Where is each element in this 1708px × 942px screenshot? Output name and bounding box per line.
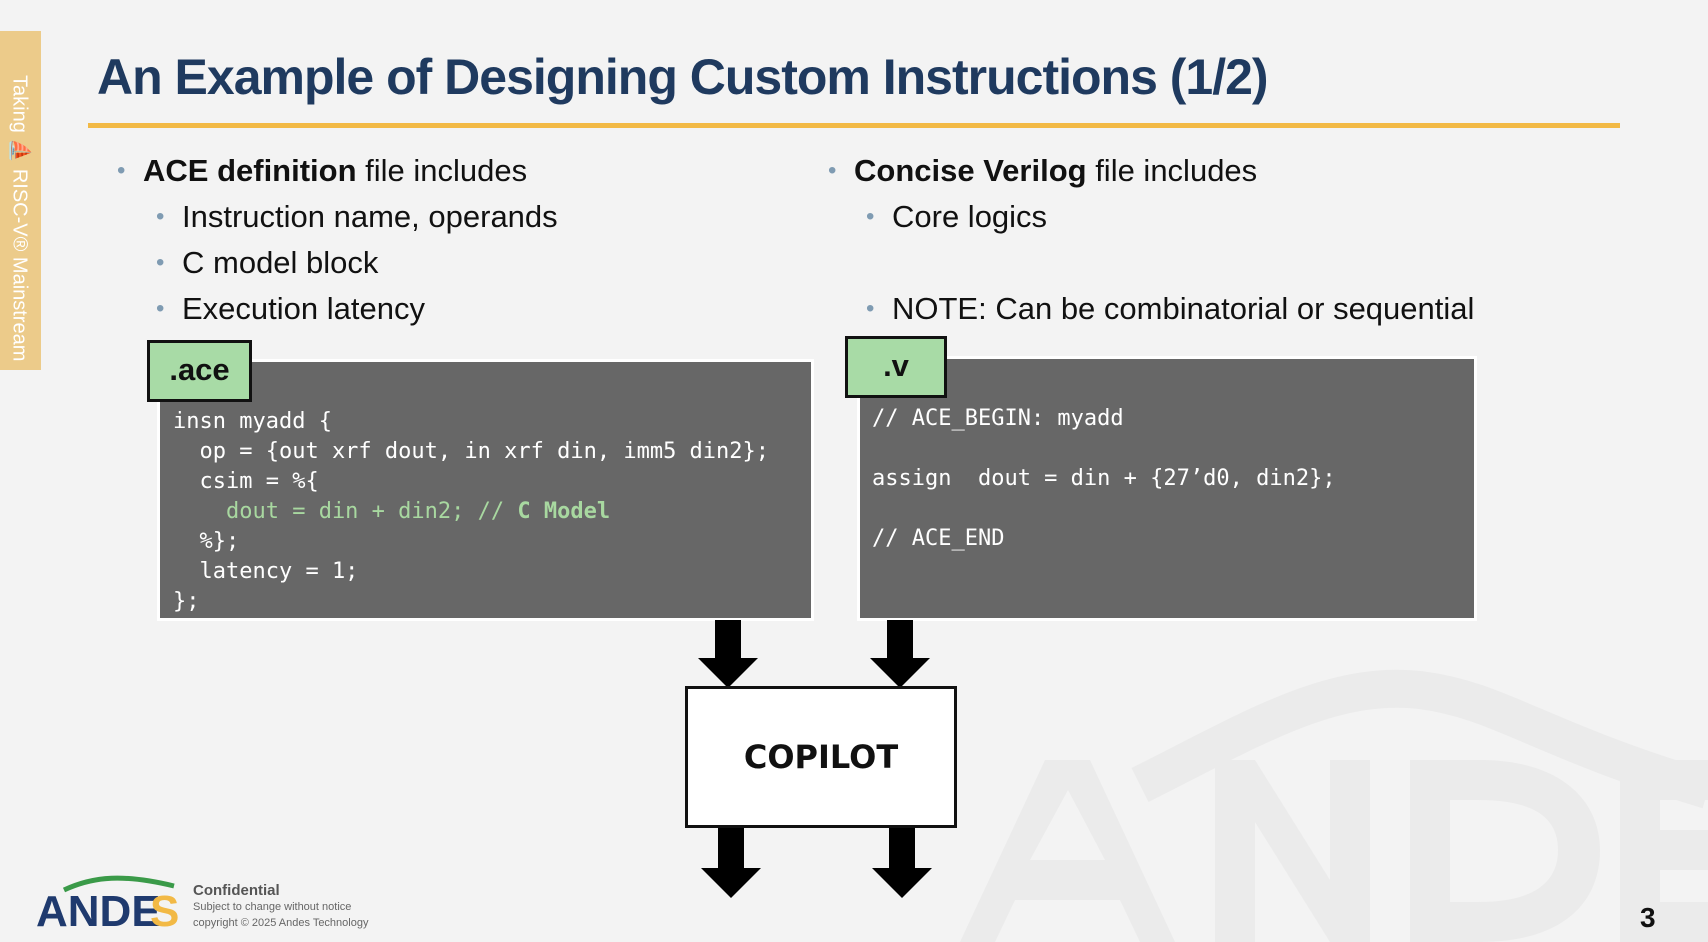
verilog-code: // ACE_BEGIN: myadd assign dout = din + … <box>872 404 1336 554</box>
ace-code-line: %}; <box>173 529 240 554</box>
footer-copyright: copyright © 2025 Andes Technology <box>193 917 369 929</box>
copilot-box: COPILOT <box>685 686 957 828</box>
verilog-code-line: // ACE_BEGIN: myadd <box>872 406 1124 431</box>
left-sub-item-2: C model block <box>156 245 378 281</box>
left-sub-item-3: Execution latency <box>156 291 425 327</box>
ace-code-line: dout = din + din2; // <box>173 499 518 524</box>
footer-confidential: Confidential <box>193 882 280 899</box>
left-bullet-rest: file includes <box>356 153 528 188</box>
ace-file-tab: .ace <box>147 340 252 402</box>
verilog-code-line: // ACE_END <box>872 526 1005 551</box>
right-sub-item-2: NOTE: Can be combinatorial or sequential <box>866 291 1474 327</box>
page-number: 3 <box>1640 902 1656 933</box>
ace-code-box: insn myadd { op = {out xrf dout, in xrf … <box>157 359 814 621</box>
title-underline <box>88 123 1620 128</box>
right-sub-item-1: Core logics <box>866 199 1047 235</box>
side-tab: Taking ⛵ RISC-V® Mainstream <box>0 31 41 370</box>
arrow-down-icon <box>701 828 761 898</box>
ace-code-line: insn myadd { <box>173 409 332 434</box>
footer-subject: Subject to change without notice <box>193 901 352 913</box>
side-tab-text: Taking ⛵ RISC-V® Mainstream <box>8 75 31 362</box>
arrow-down-icon <box>698 620 758 688</box>
svg-text:S: S <box>150 887 179 932</box>
ace-code-line: latency = 1; <box>173 559 359 584</box>
verilog-code-box: // ACE_BEGIN: myadd assign dout = din + … <box>857 356 1477 621</box>
verilog-file-tab: .v <box>845 336 947 398</box>
arrow-down-icon <box>870 620 930 688</box>
right-bullet-bold: Concise Verilog <box>854 153 1087 188</box>
slide-title: An Example of Designing Custom Instructi… <box>97 49 1269 105</box>
right-main-bullet: Concise Verilog file includes <box>828 153 1258 189</box>
left-sub-item-1: Instruction name, operands <box>156 199 558 235</box>
ace-code-line: }; <box>173 589 200 614</box>
verilog-code-line: assign dout = din + {27’d0, din2}; <box>872 466 1336 491</box>
ace-code-line: op = {out xrf dout, in xrf din, imm5 din… <box>173 439 770 464</box>
left-main-bullet: ACE definition file includes <box>117 153 528 189</box>
right-bullet-rest: file includes <box>1086 153 1258 188</box>
ace-code: insn myadd { op = {out xrf dout, in xrf … <box>173 407 769 617</box>
ace-code-line: csim = %{ <box>173 469 319 494</box>
andes-logo: ANDE S <box>36 875 179 932</box>
arrow-down-icon <box>872 828 932 898</box>
left-bullet-bold: ACE definition <box>143 153 357 188</box>
svg-text:ANDE: ANDE <box>36 887 161 932</box>
ace-code-comment: C Model <box>517 499 611 524</box>
